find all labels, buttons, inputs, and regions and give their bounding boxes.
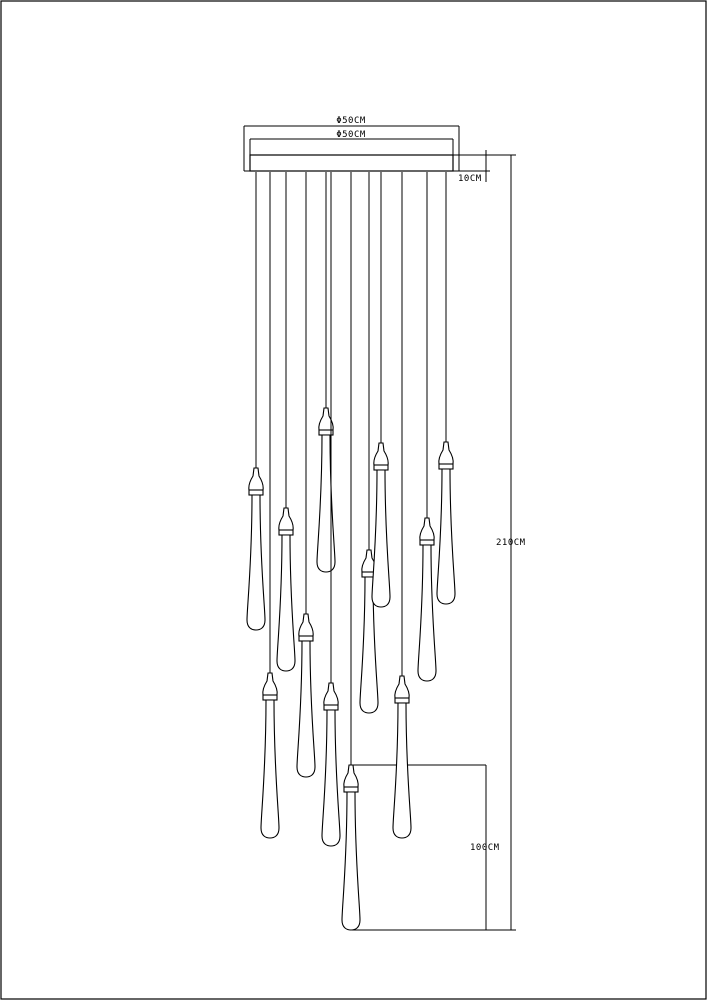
pendant-ring <box>298 635 314 642</box>
pendant-cap <box>419 517 435 541</box>
pendant-cap <box>298 613 314 637</box>
pendant-lamp <box>316 172 336 573</box>
pendant-ring <box>262 694 278 701</box>
teardrop-glass <box>276 534 296 672</box>
pendant-lamp <box>260 172 280 839</box>
teardrop-glass <box>341 791 361 931</box>
pendant-lamp <box>296 172 316 778</box>
teardrop-glass <box>436 468 456 605</box>
pendant-drop-dimension: 100CM <box>352 764 500 931</box>
teardrop-glass <box>316 434 336 573</box>
inner-width-label: Φ50CM <box>336 130 366 140</box>
pendant-lamp <box>417 172 437 682</box>
teardrop-glass <box>296 640 316 778</box>
pendant-ring <box>248 489 264 496</box>
pendant-lamp <box>436 172 456 605</box>
teardrop-glass <box>359 576 379 714</box>
pendant-ring <box>373 464 389 471</box>
pendant-drop-label: 100CM <box>470 843 500 853</box>
pendant-ring <box>438 463 454 470</box>
pendant-ring <box>419 539 435 546</box>
teardrop-glass <box>321 709 341 847</box>
outer-width-label: Φ50CM <box>336 116 366 126</box>
pendant-cap <box>278 507 294 531</box>
pendant-lamp <box>371 172 391 608</box>
canopy-body <box>249 154 454 172</box>
outer-width-dimension: Φ50CM <box>243 116 460 172</box>
pendant-lamp <box>341 172 361 931</box>
pendant-cap <box>323 682 339 706</box>
pendant-ring <box>394 697 410 704</box>
pendants-group <box>246 172 456 931</box>
pendant-lamp <box>392 172 412 839</box>
canopy <box>249 154 454 172</box>
pendant-ring <box>278 529 294 536</box>
teardrop-glass <box>260 699 280 839</box>
pendant-cap <box>438 441 454 465</box>
teardrop-glass <box>371 469 391 608</box>
pendant-cap <box>394 675 410 699</box>
pendant-cap <box>248 467 264 491</box>
pendant-ring <box>323 704 339 711</box>
pendant-ring <box>343 786 359 793</box>
pendant-lamp <box>321 172 341 847</box>
total-height-label: 210CM <box>496 538 526 548</box>
teardrop-glass <box>392 702 412 839</box>
canopy-height-dimension: 10CM <box>453 150 490 184</box>
canopy-height-label: 10CM <box>458 174 482 184</box>
teardrop-glass <box>246 494 266 631</box>
pendant-lamp <box>276 172 296 672</box>
teardrop-glass <box>417 544 437 682</box>
pendant-lamp <box>359 172 379 714</box>
inner-width-dimension: Φ50CM <box>249 130 454 155</box>
pendant-cap <box>262 672 278 696</box>
pendant-cap <box>373 442 389 466</box>
pendant-lamp <box>246 172 266 631</box>
total-height-dimension: 210CM <box>486 154 526 931</box>
pendant-cap <box>343 764 359 788</box>
